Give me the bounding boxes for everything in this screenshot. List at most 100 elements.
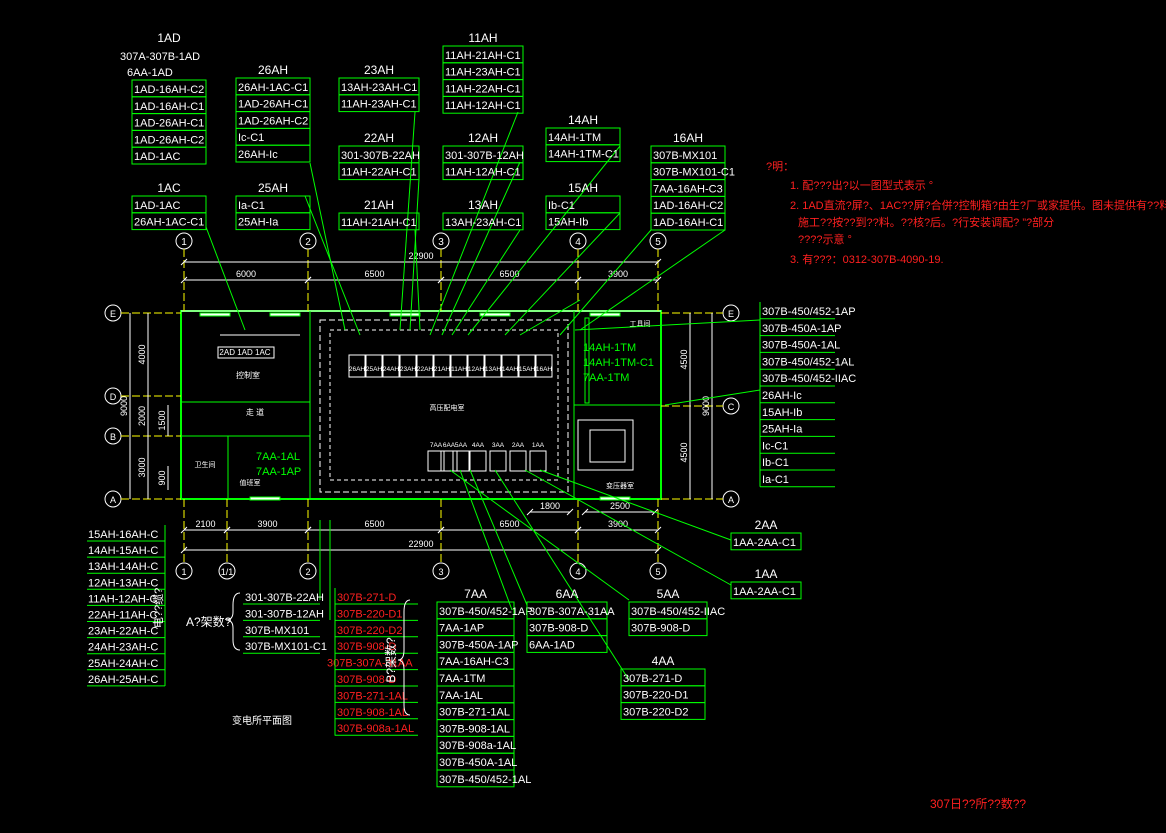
- table-row: 307B-908-D: [337, 674, 396, 686]
- table-row: 307B-271-1AL: [439, 707, 510, 719]
- panel-cell: [365, 354, 383, 378]
- table-row: 24AH-23AH-C: [88, 642, 158, 654]
- table-a-frame: A?架数?301-307B-22AH301-307B-12AH307B-MX10…: [186, 592, 327, 654]
- table-row: 1AA-2AA-C1: [733, 537, 796, 549]
- dimension-label: 6500: [364, 269, 384, 279]
- table-cell: [442, 95, 524, 114]
- axis-label: 3: [438, 567, 443, 577]
- table-11ah: 11AH11AH-21AH-C111AH-23AH-C111AH-22AH-C1…: [442, 31, 524, 114]
- left-list-label: 电??缆?: [152, 588, 165, 628]
- dimension-label: 2100: [195, 519, 215, 529]
- table-row: 1AD-1AC: [134, 200, 181, 212]
- table-row: 25AH-Ia: [762, 424, 803, 436]
- panel-label: 16AH: [536, 366, 553, 373]
- axis-bubble: E: [661, 304, 740, 322]
- table-row: 11AH-12AH-C: [88, 593, 158, 605]
- table-row: 26AH-25AH-C: [88, 674, 158, 686]
- panel-label: 26AH: [349, 366, 366, 373]
- leader-line: [574, 319, 761, 331]
- axis-label: E: [110, 309, 116, 319]
- table-row: 307B-271-D: [337, 592, 396, 604]
- table-cell: [338, 212, 420, 231]
- table-cell: [338, 162, 420, 181]
- leader-lines: [205, 111, 761, 681]
- table-row: 307B-220-D2: [623, 706, 688, 718]
- leader-line: [459, 469, 513, 611]
- table-row: 7AA-1AP: [439, 623, 484, 635]
- table-row: Ic-C1: [762, 440, 788, 452]
- dimension-label: 22900: [408, 251, 433, 261]
- panel-label: 23AH: [400, 366, 417, 373]
- table-row: 12AH-13AH-C: [88, 577, 158, 589]
- axis-label: 2: [305, 567, 310, 577]
- table-row: 301-307B-22AH: [341, 150, 420, 162]
- table-1ad: 1AD307A-307B-1AD6AA-1AD1AD-16AH-C21AD-16…: [120, 31, 207, 165]
- dimension-label: 2500: [610, 501, 630, 511]
- table-7aa: 7AA307B-450/452-1AP7AA-1AP307B-450A-1AP7…: [436, 587, 533, 788]
- table-row: 1AD-16AH-C2: [134, 84, 204, 96]
- axis-bubble: B: [104, 427, 181, 445]
- table-row: 15AH-Ib: [548, 217, 588, 229]
- table-row: 307B-450/452-1AL: [439, 774, 531, 786]
- axis-label: 1: [181, 237, 187, 248]
- table-row: 13AH-23AH-C1: [445, 217, 521, 229]
- panel-label: 4AA: [472, 442, 485, 449]
- panel-label: 12AH: [468, 366, 485, 373]
- panel-label: 15AH: [519, 366, 536, 373]
- axis-bubble: 1: [175, 499, 193, 580]
- dimension-label: 3900: [257, 519, 277, 529]
- table-title: 1AC: [157, 181, 181, 195]
- axis-label: 3: [438, 237, 444, 248]
- panel-label: 21AH: [434, 366, 451, 373]
- table-row: 25AH-Ia: [238, 217, 279, 229]
- table-row: 26AH-1AC-C1: [134, 217, 204, 229]
- dimension-label: 1500: [157, 410, 167, 430]
- note-line: 施工??按??到??料。??核?后。?行安装调配? ”?部分: [798, 215, 1054, 229]
- axis-label: 1: [181, 567, 186, 577]
- table-row: 26AH-1AC-C1: [238, 82, 308, 94]
- table-row: 7AA-1TM: [439, 673, 485, 685]
- table-row: 1AD-16AH-C2: [653, 200, 723, 212]
- axis-bubble: A: [104, 490, 181, 508]
- a-frame-label: A?架数?: [186, 614, 232, 629]
- leader-line: [441, 161, 521, 336]
- dimension-label: 3000: [137, 457, 147, 477]
- table-row: 307B-908a-1AL: [337, 723, 414, 735]
- table-row: 307B-450/452-IIAC: [631, 606, 725, 618]
- table-row: 11AH-21AH-C1: [445, 50, 521, 62]
- dimension-label: 4000: [137, 344, 147, 364]
- table-row: Ib-C1: [762, 457, 789, 469]
- table-row: 6AA-1AD: [127, 67, 173, 79]
- table-row: 6AA-1AD: [529, 639, 575, 651]
- axis-label: 2: [305, 237, 311, 248]
- table-title: 5AA: [657, 587, 680, 601]
- dimension: 22900: [180, 251, 662, 266]
- table-row: 7AA-16AH-C3: [439, 656, 509, 668]
- notes-layer: ?明：1. 配???出?以一图型式表示 °2. 1AD直流?屏?、1AC??屏?…: [766, 160, 1166, 811]
- panel-label: 11AH: [451, 366, 467, 373]
- panel-cell: [348, 354, 366, 378]
- dimension-label: 22900: [408, 539, 433, 549]
- axis-label: A: [110, 495, 116, 505]
- table-cell: [650, 212, 726, 231]
- corner-text: 307日??所??数??: [930, 796, 1026, 811]
- table-cell: [545, 212, 621, 231]
- dimension: 2100: [180, 519, 231, 534]
- table-cell: [730, 532, 802, 551]
- room-tool: 工具间: [630, 320, 651, 328]
- table-row: 1AD-1AC: [134, 151, 181, 163]
- table-row: 1AA-2AA-C1: [733, 586, 796, 598]
- panel-label: 2AA: [512, 442, 525, 449]
- table-row: 11AH-23AH-C1: [341, 99, 417, 111]
- panel-cell: [509, 450, 527, 472]
- leader-line: [519, 299, 581, 336]
- table-1ac: 1AC 1AD-1AC 26AH-1AC-C1: [131, 181, 207, 231]
- dimension: 9000: [119, 313, 131, 499]
- cable-tables: 1AD307A-307B-1AD6AA-1AD1AD-16AH-C21AD-16…: [87, 31, 856, 788]
- dimension-label: 9000: [119, 396, 129, 416]
